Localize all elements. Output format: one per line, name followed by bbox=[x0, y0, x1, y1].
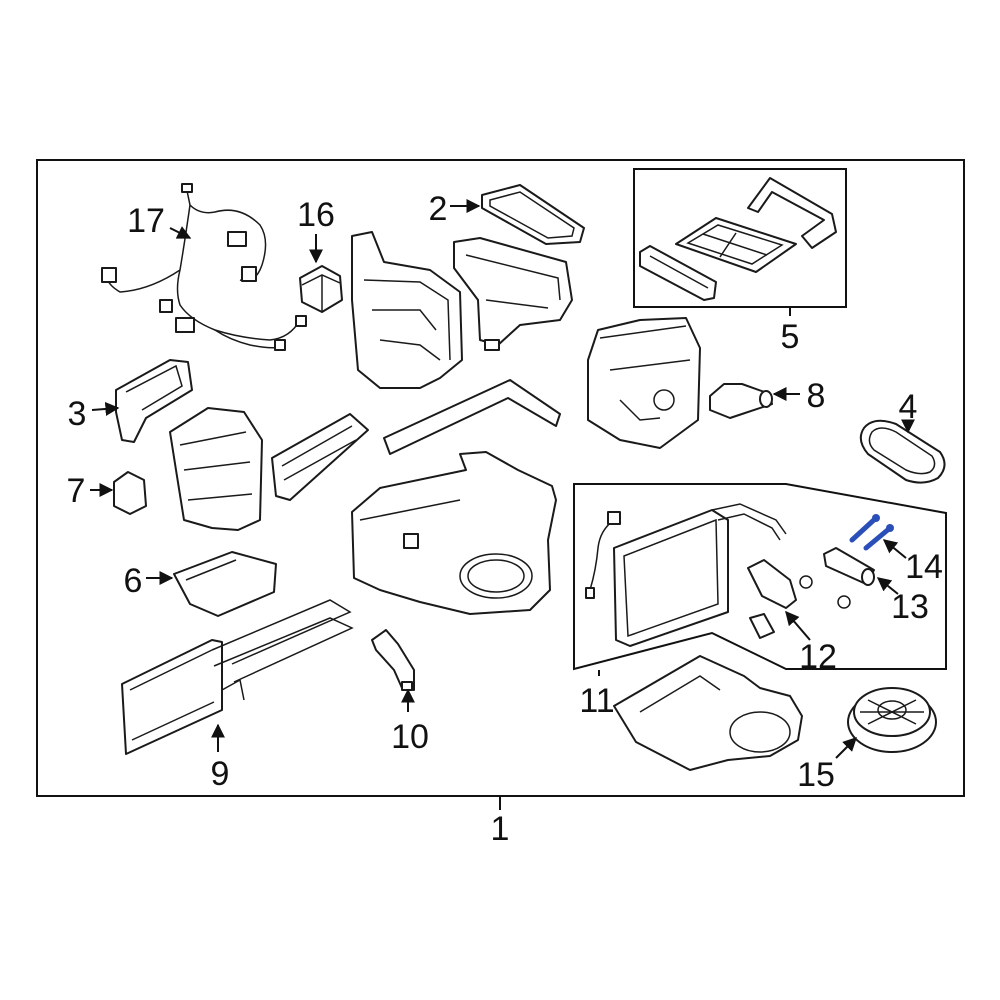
callout-6: 6 bbox=[124, 562, 143, 600]
callout-15: 15 bbox=[797, 756, 835, 794]
callout-8: 8 bbox=[807, 377, 826, 415]
seal-gasket-part-2[interactable] bbox=[481, 184, 585, 245]
sensor-part-7[interactable] bbox=[113, 471, 147, 515]
lower-case-part-11[interactable] bbox=[613, 655, 803, 771]
upper-case-housing-left[interactable] bbox=[351, 231, 463, 389]
filter-frame-part-5[interactable] bbox=[747, 177, 837, 249]
callout-14: 14 bbox=[905, 548, 943, 586]
callout-10: 10 bbox=[391, 718, 429, 756]
evaporator-core-part-11[interactable] bbox=[613, 503, 787, 647]
callout-9: 9 bbox=[211, 755, 230, 793]
upper-case-housing-duct[interactable] bbox=[453, 237, 573, 351]
subgroup-box-11 bbox=[573, 483, 947, 671]
expansion-valve-part-12[interactable] bbox=[747, 559, 851, 639]
actuator-part-8[interactable] bbox=[709, 383, 773, 419]
callout-5: 5 bbox=[781, 318, 800, 356]
lower-case-housing[interactable] bbox=[351, 451, 557, 615]
subgroup-box-5 bbox=[633, 168, 847, 308]
blower-motor-part-15[interactable] bbox=[847, 687, 937, 753]
bolts-part-14[interactable] bbox=[849, 514, 894, 551]
callout-13: 13 bbox=[891, 588, 929, 626]
case-housing-left[interactable] bbox=[169, 407, 263, 531]
callout-4: 4 bbox=[899, 388, 918, 426]
seal-ring-part-4[interactable] bbox=[859, 419, 946, 484]
filter-door-part-5[interactable] bbox=[639, 245, 717, 301]
callout-12: 12 bbox=[799, 638, 837, 676]
wiring-harness-part[interactable] bbox=[101, 183, 307, 351]
callout-1: 1 bbox=[491, 810, 510, 848]
duct-part-3[interactable] bbox=[115, 359, 193, 443]
leader-lines bbox=[90, 199, 915, 810]
callout-3: 3 bbox=[68, 395, 87, 433]
long-bracket[interactable] bbox=[383, 379, 561, 455]
mode-door-housing[interactable] bbox=[587, 317, 701, 449]
bracket-part-6[interactable] bbox=[173, 551, 277, 617]
actuator-part-16[interactable] bbox=[299, 265, 343, 313]
callout-labels: 1 2 3 4 5 6 7 8 9 10 11 12 13 14 15 16 1… bbox=[67, 190, 943, 848]
cabin-filter-part-5[interactable] bbox=[675, 217, 797, 273]
callout-17: 17 bbox=[127, 202, 165, 240]
temperature-sensor-wire[interactable] bbox=[585, 511, 621, 599]
callout-16: 16 bbox=[297, 196, 335, 234]
grille-plate[interactable] bbox=[271, 413, 369, 501]
callout-7: 7 bbox=[67, 472, 86, 510]
bracket-part-10[interactable] bbox=[371, 629, 415, 691]
callout-11: 11 bbox=[579, 682, 614, 720]
callout-2: 2 bbox=[429, 190, 448, 228]
valve-part-13[interactable] bbox=[823, 547, 875, 586]
heater-core-part-9[interactable] bbox=[121, 599, 354, 755]
